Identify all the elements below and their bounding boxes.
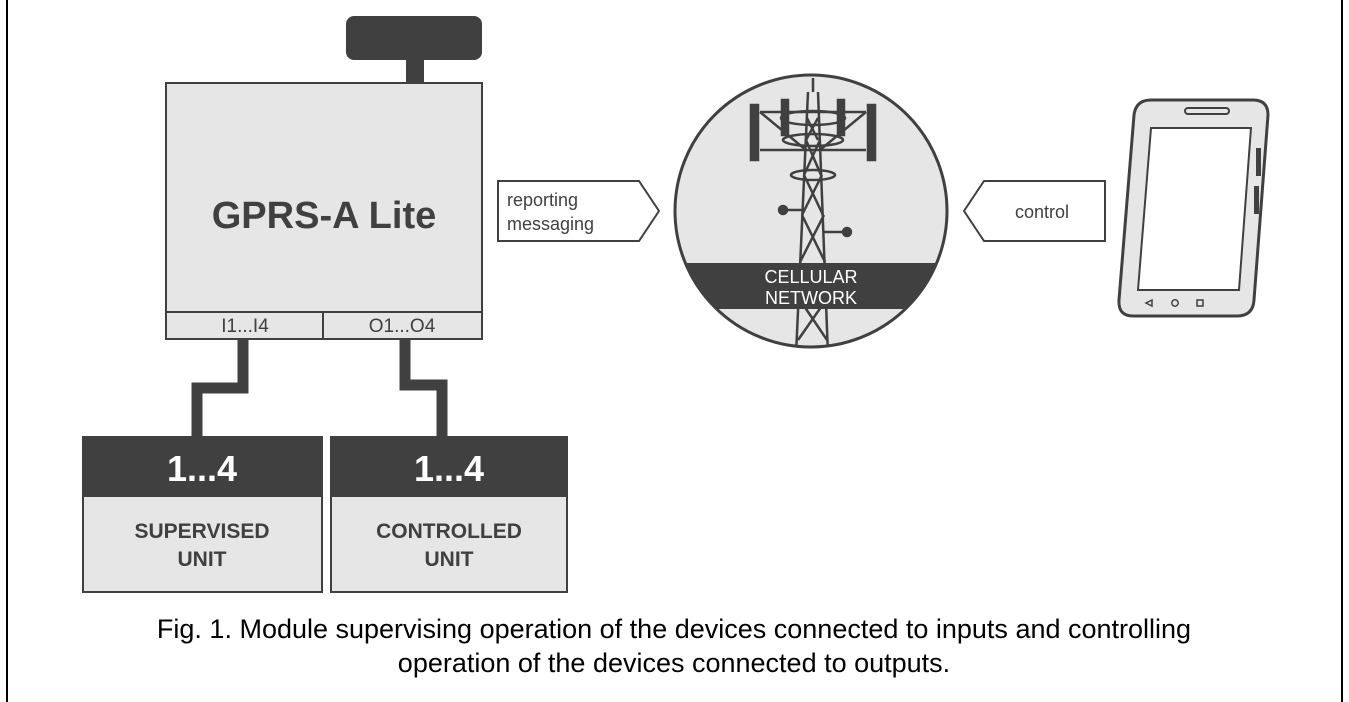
phone-side-button-2 <box>1254 186 1259 214</box>
module-title: GPRS-A Lite <box>212 195 437 237</box>
phone-side-button <box>1256 148 1261 176</box>
outputs-terminal-label: O1...O4 <box>369 316 436 337</box>
control-arrow-shape <box>962 180 1106 242</box>
phone-home-icon <box>1171 299 1179 307</box>
module-body <box>165 82 483 340</box>
phone-recents-icon <box>1196 299 1204 307</box>
antenna-mast <box>406 58 424 84</box>
controlled-unit-number: 1...4 <box>414 448 484 489</box>
inputs-terminal-label: I1...I4 <box>221 316 269 337</box>
controlled-unit-label-line2: UNIT <box>425 548 474 571</box>
supervised-unit-number: 1...4 <box>167 448 237 489</box>
supervised-unit-label-line1: SUPERVISED <box>135 520 270 543</box>
outputs-wire <box>399 339 448 437</box>
supervised-unit-header <box>83 437 322 497</box>
figure-caption-line1: Fig. 1. Module supervising operation of … <box>157 614 1191 644</box>
phone-screen <box>1136 127 1253 291</box>
network-label-band <box>675 263 947 309</box>
inputs-wire <box>191 339 249 437</box>
reporting-arrow-line2: messaging <box>507 214 594 234</box>
controlled-unit-header <box>331 437 567 497</box>
reporting-arrow: reporting messaging <box>497 180 661 242</box>
network-label-line1: CELLULAR <box>764 267 857 287</box>
gprs-module: GPRS-A Lite I1...I4 O1...O4 <box>165 16 483 340</box>
phone-speaker <box>1184 107 1230 115</box>
network-circle-outline <box>673 73 949 349</box>
cell-tower-icon <box>749 78 877 347</box>
cellular-network: CELLULAR NETWORK <box>673 73 949 349</box>
supervised-unit: 1...4 SUPERVISED UNIT <box>82 436 323 593</box>
controlled-unit-label-line1: CONTROLLED <box>376 520 522 543</box>
reporting-arrow-shape <box>497 180 661 242</box>
control-arrow-label: control <box>1015 202 1069 222</box>
reporting-arrow-line1: reporting <box>507 190 578 210</box>
figure-caption-line2: operation of the devices connected to ou… <box>398 648 950 678</box>
smartphone-icon <box>1117 98 1270 318</box>
supervised-unit-label-line2: UNIT <box>178 548 227 571</box>
controlled-unit: 1...4 CONTROLLED UNIT <box>330 436 568 593</box>
antenna-icon <box>346 16 482 60</box>
network-label-line2: NETWORK <box>765 288 857 308</box>
phone-back-icon <box>1144 298 1153 308</box>
control-arrow: control <box>962 180 1106 242</box>
